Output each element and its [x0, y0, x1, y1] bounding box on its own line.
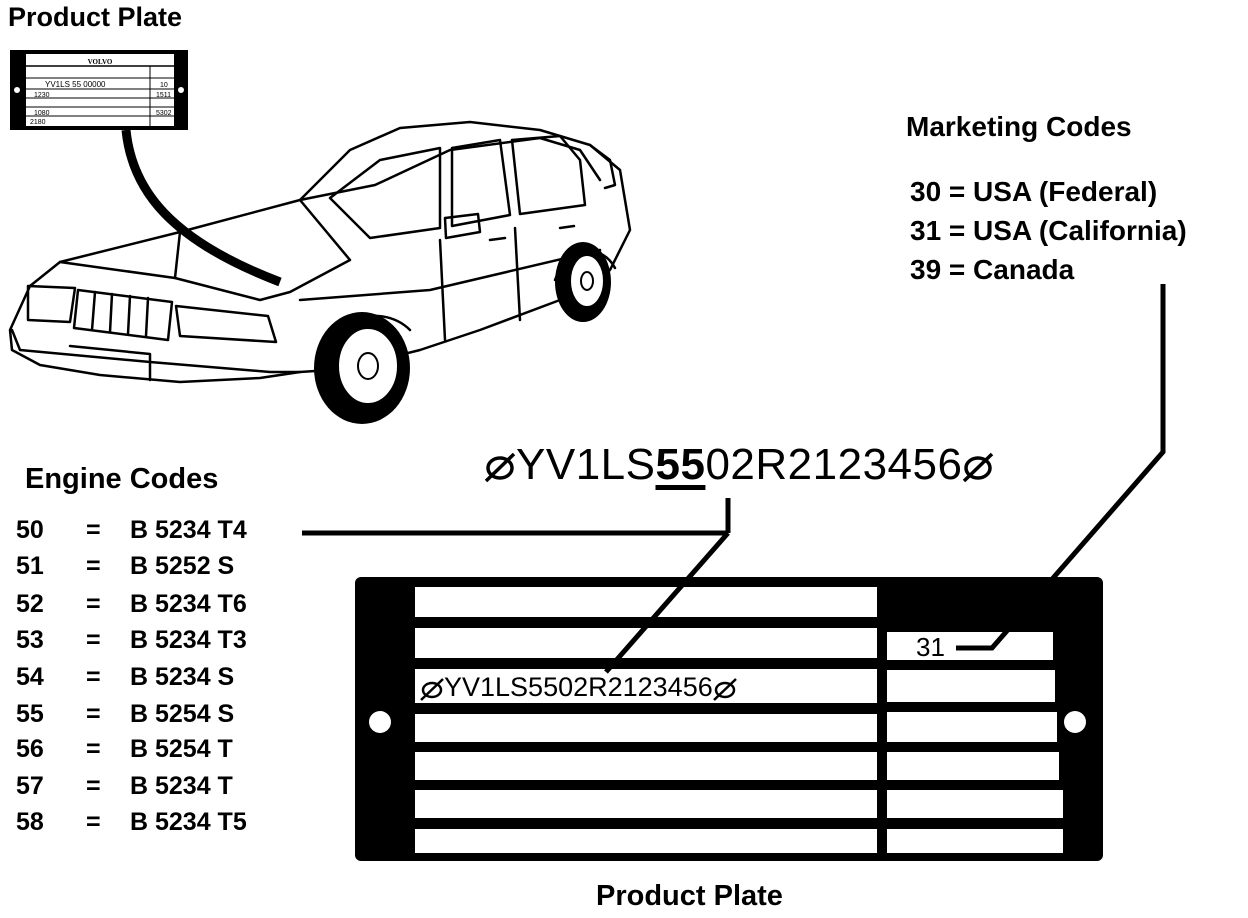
engine-name: B 5254 T [130, 735, 233, 763]
engine-code: 50 [16, 516, 44, 544]
engine-equals: = [86, 772, 101, 800]
mini-plate-value: 5302 [156, 110, 172, 117]
mini-plate-value: 2180 [30, 119, 46, 126]
engine-equals: = [86, 516, 101, 544]
engine-codes-title: Engine Codes [25, 463, 219, 495]
mini-plate-value: 1080 [34, 110, 50, 117]
engine-code: 58 [16, 808, 44, 836]
top-product-plate-title: Product Plate [8, 2, 183, 32]
mini-plate-vin: YV1LS 55 00000 [45, 80, 106, 89]
engine-name: B 5252 S [130, 552, 235, 580]
marketing-code-item: 31 = USA (California) [910, 215, 1187, 246]
engine-equals: = [86, 808, 101, 836]
plate-market-code: 31 [916, 632, 945, 662]
mini-product-plate: VOLVO YV1LS 55 00000 10 1230 1511 1080 2… [10, 50, 188, 130]
market-leader-line [956, 284, 1166, 651]
engine-equals: = [86, 735, 101, 763]
engine-code: 52 [16, 590, 44, 618]
engine-code: 51 [16, 552, 44, 580]
engine-name: B 5234 T5 [130, 808, 247, 836]
engine-code: 56 [16, 735, 44, 763]
marketing-code-item: 39 = Canada [910, 254, 1075, 285]
slashed-o-icon [484, 453, 516, 483]
engine-leader-line [302, 498, 731, 674]
car-illustration [8, 120, 632, 384]
engine-equals: = [86, 700, 101, 728]
product-plate [355, 577, 1103, 861]
engine-name: B 5234 T6 [130, 590, 247, 618]
mini-plate-pointer [121, 129, 282, 287]
engine-equals: = [86, 590, 101, 618]
slashed-o-icon [712, 677, 737, 701]
engine-name: B 5234 T3 [130, 626, 247, 654]
engine-code: 57 [16, 772, 44, 800]
vin-engine-code: 55 [655, 440, 706, 489]
engine-code: 53 [16, 626, 44, 654]
engine-equals: = [86, 626, 101, 654]
slashed-o-icon [420, 677, 444, 701]
engine-name: B 5234 S [130, 663, 235, 691]
vin-prefix: YV1LS [516, 440, 656, 489]
marketing-code-item: 30 = USA (Federal) [910, 176, 1158, 207]
mini-plate-market: 10 [160, 82, 168, 89]
plate-vin-value: YV1LS5502R2123456 [444, 672, 713, 702]
bottom-product-plate-title: Product Plate [596, 880, 783, 912]
mini-plate-brand: VOLVO [88, 58, 113, 66]
marketing-codes-title: Marketing Codes [906, 111, 1132, 142]
car-wheels [314, 242, 611, 424]
engine-name: B 5234 T [130, 772, 233, 800]
vin-callout: YV1LS5502R2123456 [484, 440, 994, 490]
engine-name: B 5254 S [130, 700, 235, 728]
plate-vin-text: YV1LS5502R2123456 [420, 672, 737, 703]
engine-code: 54 [16, 663, 44, 691]
mini-plate-value: 1230 [34, 92, 50, 99]
engine-equals: = [86, 552, 101, 580]
slashed-o-icon [963, 453, 994, 483]
engine-equals: = [86, 663, 101, 691]
mini-plate-value: 1511 [156, 92, 171, 99]
vin-suffix: 02R2123456 [705, 440, 963, 489]
engine-name: B 5234 T4 [130, 516, 247, 544]
engine-code: 55 [16, 700, 44, 728]
